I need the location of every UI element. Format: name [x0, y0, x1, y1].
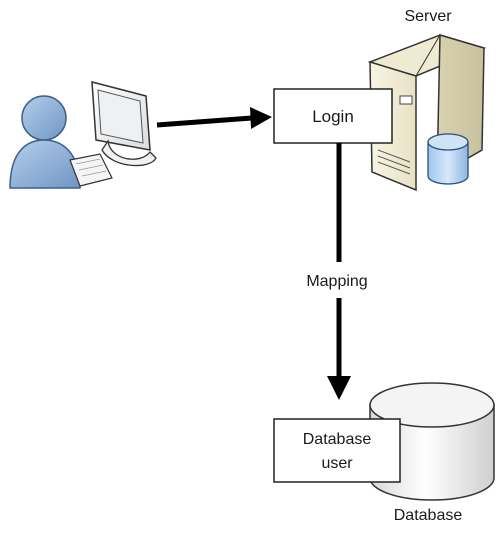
database-drum-icon: [369, 382, 495, 501]
arrow-login-to-database-user: [327, 143, 351, 400]
database-label: Database: [394, 507, 463, 524]
monitor-icon: [91, 81, 157, 167]
login-box: Login: [273, 88, 393, 144]
database-user-label-line1: Database: [303, 431, 372, 448]
arrow-user-to-login: [156, 107, 272, 129]
login-label: Login: [312, 107, 354, 126]
database-user-box: Database user: [273, 418, 401, 483]
keyboard-icon: [69, 153, 113, 187]
user-icon: [9, 95, 81, 189]
database-user-label-line2: user: [321, 455, 353, 472]
mapping-label: Mapping: [306, 273, 367, 290]
server-label: Server: [404, 8, 452, 25]
database-cylinder-icon: [427, 133, 469, 185]
